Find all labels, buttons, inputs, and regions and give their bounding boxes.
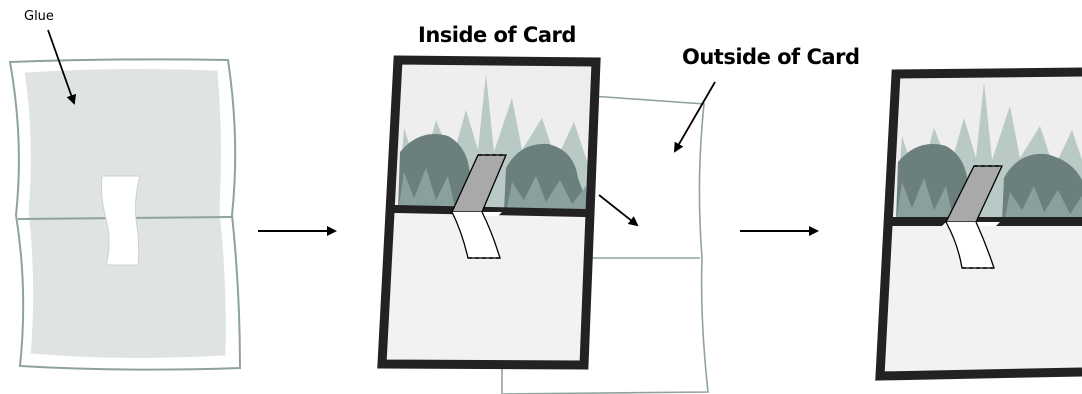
step3-finished-card	[875, 67, 1082, 381]
inside-card-bottom-panel	[382, 210, 588, 365]
inside-of-card-label: Inside of Card	[418, 23, 576, 47]
grass-foreground-blades	[398, 168, 588, 214]
finished-popup-tab	[942, 165, 1004, 269]
inside-card-fold	[389, 204, 591, 218]
finished-card-bottom-panel	[880, 222, 1082, 376]
finished-card-fold	[888, 217, 1082, 226]
step2-assembly: Inside of Card Outside of Card	[377, 23, 860, 394]
popup-tab	[450, 154, 507, 259]
glue-pointer-arrow	[47, 29, 77, 105]
inside-card-border	[377, 55, 601, 370]
outside-of-card-label: Outside of Card	[682, 45, 859, 69]
finished-grass-scene	[896, 82, 1082, 222]
finished-grass-foreground-blades	[896, 178, 1082, 222]
grass-scene	[398, 74, 590, 214]
outside-label-pointer-arrow	[673, 81, 716, 153]
unglued-slot	[101, 175, 141, 266]
inside-card	[377, 55, 601, 370]
step1-outside-sheet: Glue	[8, 9, 242, 371]
glue-label: Glue	[24, 9, 54, 24]
attach-direction-arrow	[598, 194, 639, 227]
finished-card-border	[875, 67, 1082, 381]
